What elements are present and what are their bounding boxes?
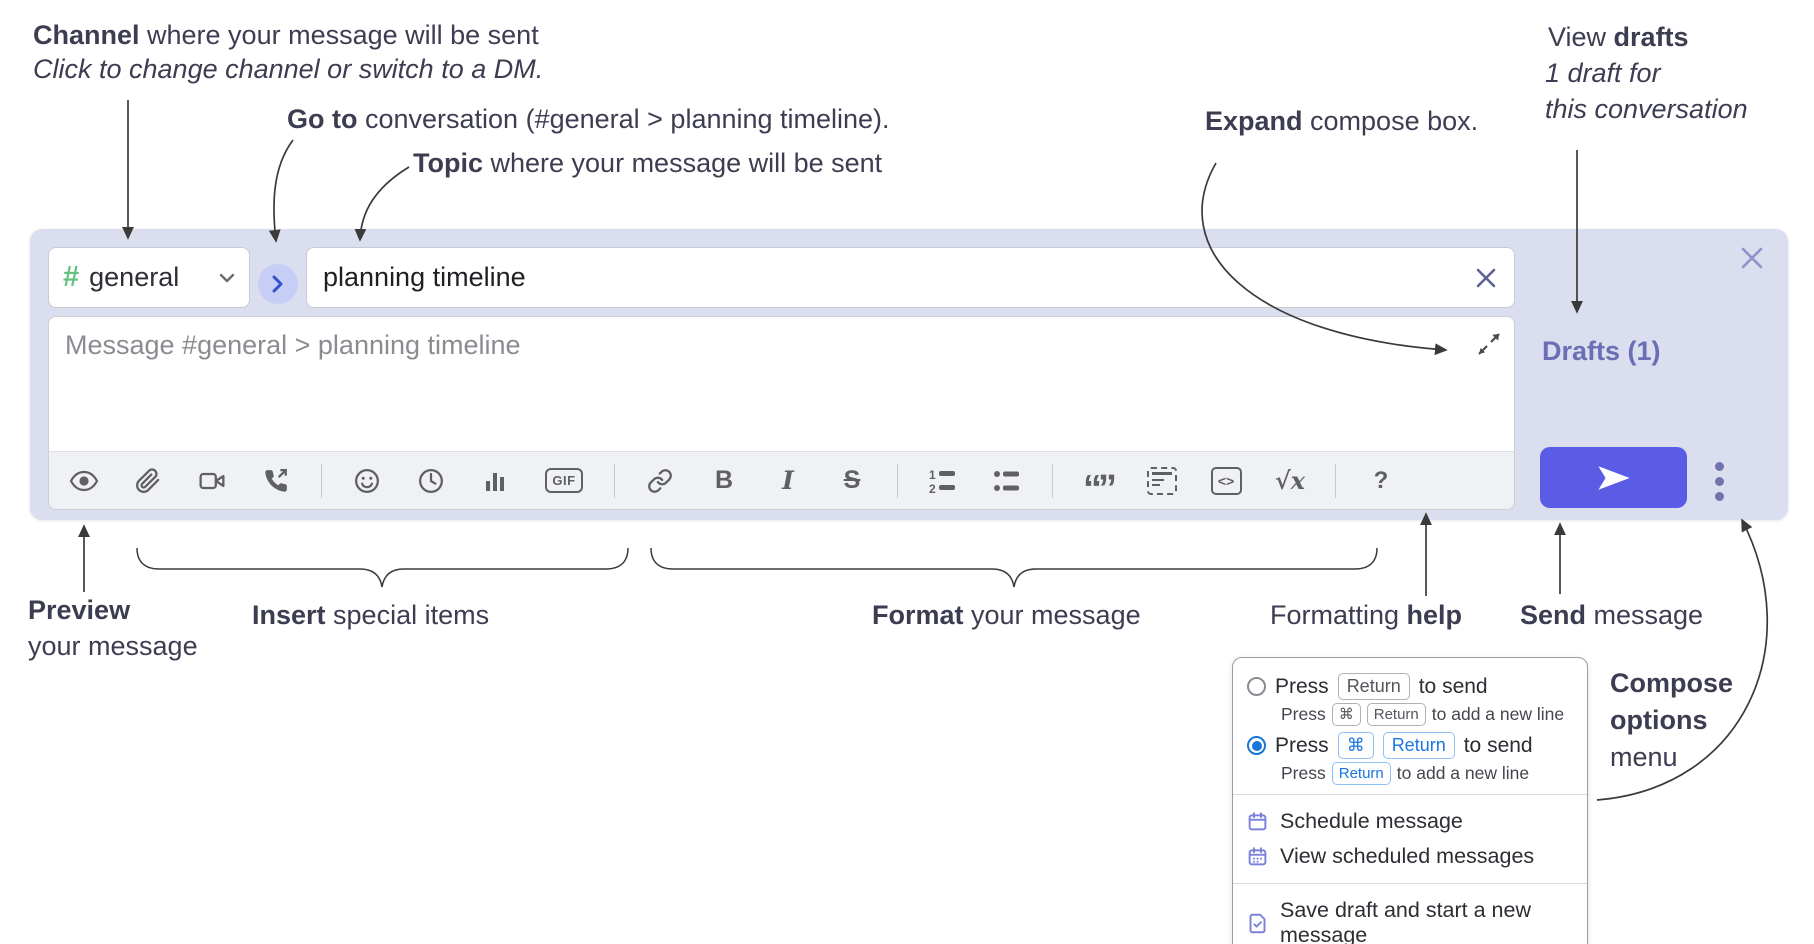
close-compose-icon[interactable] [1736,242,1768,274]
send-plane-icon [1597,465,1630,490]
kbd-cmd: ⌘ [1337,732,1374,759]
svg-text:2: 2 [929,482,936,494]
toolbar-divider [897,463,898,498]
schedule-message-item[interactable]: Schedule message [1247,804,1573,839]
attach-file-icon[interactable] [129,462,167,500]
channel-callout: Channel where your message will be sent [33,20,539,50]
save-draft-item[interactable]: Save draft and start a new message [1247,893,1573,944]
compose-options-menu-button[interactable] [1705,456,1733,506]
message-placeholder: Message #general > planning timeline [65,330,521,360]
drafts-link[interactable]: Drafts (1) [1542,336,1661,366]
menu-divider [1233,794,1587,795]
calendar-clock-icon [1247,846,1268,867]
draft-check-icon [1247,913,1268,934]
chevron-right-icon [272,275,283,293]
code-icon[interactable]: <> [1207,462,1245,500]
channel-name: general [89,262,180,292]
math-icon[interactable]: √x [1274,466,1306,495]
voice-call-icon[interactable] [257,462,295,500]
preview-icon[interactable] [65,462,103,500]
expand-callout: Expand compose box. [1205,106,1479,136]
view-scheduled-messages-item[interactable]: View scheduled messages [1247,839,1573,874]
format-callout: Format your message [872,600,1141,630]
bold-icon[interactable]: B [714,466,734,494]
message-input[interactable]: Message #general > planning timeline [48,316,1515,510]
kbd-cmd: ⌘ [1331,703,1361,726]
kbd-return: Return [1337,673,1410,700]
cmd-enter-sends-option[interactable]: Press ⌘ Return to send [1247,732,1573,759]
insert-callout: Insert special items [252,600,490,630]
goto-arrow [268,139,294,243]
compose-panel: # general planning timeline Message #gen… [30,229,1788,520]
toolbar-divider [321,463,322,498]
clear-topic-icon[interactable] [1474,266,1498,290]
view-drafts-callout: View drafts [1548,22,1689,52]
view-drafts-callout-line3: this conversation [1545,94,1748,124]
link-icon[interactable] [641,462,679,500]
enter-sends-option-hint: Press ⌘ Return to add a new line [1281,703,1565,726]
cmd-enter-sends-option-hint: Press Return to add a new line [1281,762,1530,785]
formatting-help-callout: Formatting help [1270,600,1463,630]
bulleted-list-icon[interactable] [988,462,1026,500]
topic-callout: Topic where your message will be sent [413,148,883,178]
goto-callout: Go to conversation (#general > planning … [287,104,890,134]
video-call-icon[interactable] [193,462,231,500]
expand-compose-icon[interactable] [1476,331,1502,357]
gif-icon[interactable]: GIF [540,462,588,500]
radio-selected-icon[interactable] [1247,736,1266,755]
kbd-return: Return [1331,762,1391,785]
global-time-icon[interactable] [412,462,450,500]
chevron-down-icon [219,273,235,282]
format-brace [650,547,1378,588]
view-drafts-callout-line2: 1 draft for [1545,58,1661,88]
italic-icon[interactable]: I [782,466,794,495]
toolbar-divider [614,463,615,498]
go-to-conversation-button[interactable] [258,264,298,304]
message-formatting-help-icon[interactable]: ? [1373,466,1389,494]
topic-input[interactable]: planning timeline [306,247,1515,308]
spoiler-icon[interactable] [1143,462,1181,500]
channel-selector[interactable]: # general [48,247,250,308]
channel-hash-icon: # [63,261,80,293]
menu-divider [1233,883,1587,884]
radio-unselected-icon[interactable] [1247,677,1266,696]
emoji-icon[interactable] [348,462,386,500]
send-button[interactable] [1540,447,1687,508]
calendar-icon [1247,811,1268,832]
compose-options-callout: Compose options menu [1610,668,1734,772]
enter-sends-option[interactable]: Press Return to send [1247,673,1573,700]
svg-text:1: 1 [929,468,936,482]
quote-icon[interactable]: “” [1083,467,1117,510]
send-callout: Send message [1520,600,1704,630]
channel-callout-sub: Click to change channel or switch to a D… [33,54,544,84]
kbd-return: Return [1366,703,1426,726]
poll-icon[interactable] [476,462,514,500]
preview-callout: Preview [28,595,131,625]
message-text-area[interactable]: Message #general > planning timeline [49,317,1514,453]
insert-brace [136,547,629,588]
strikethrough-icon[interactable]: S [843,466,861,494]
compose-options-menu: Press Return to send Press ⌘ Return to a… [1232,657,1588,944]
topic-value: planning timeline [323,262,526,292]
toolbar-divider [1052,463,1053,498]
kbd-return: Return [1382,732,1455,759]
toolbar-divider [1335,463,1336,498]
preview-callout-line2: your message [28,631,198,661]
